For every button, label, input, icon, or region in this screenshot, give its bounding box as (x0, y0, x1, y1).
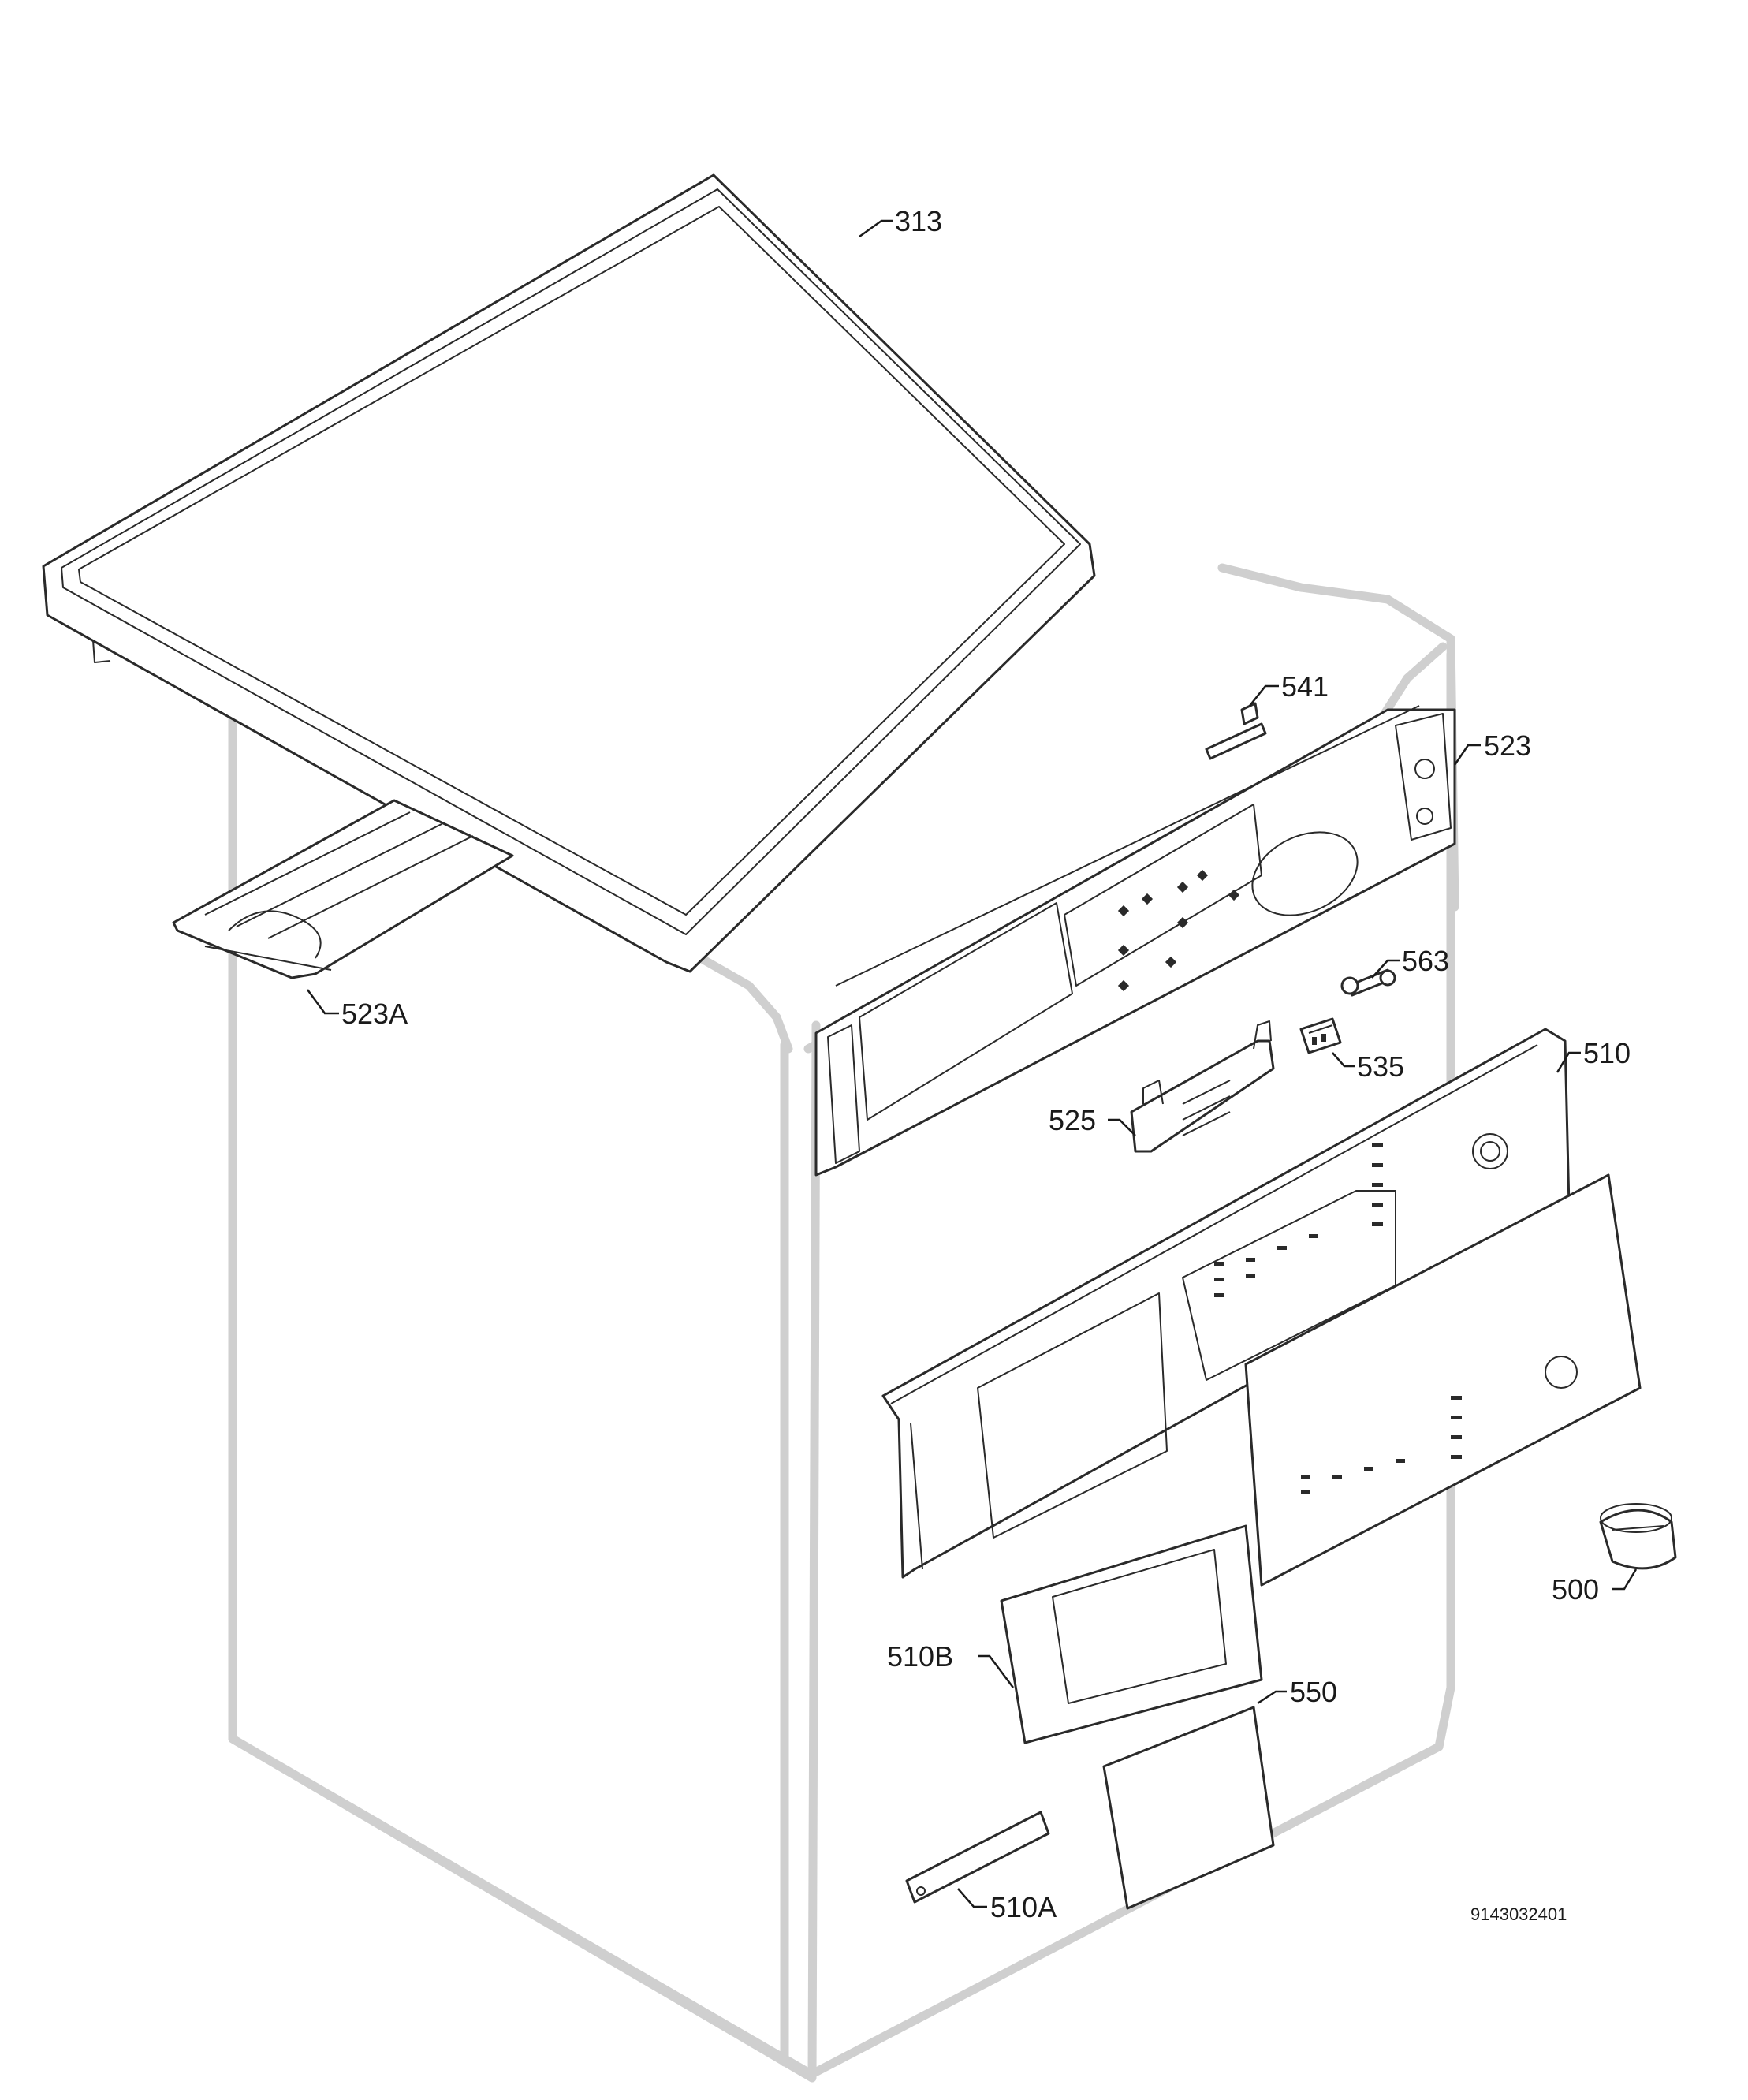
label-525: 525 (1049, 1104, 1096, 1136)
front-panel-510 (881, 1028, 1571, 1579)
label-510A: 510A (990, 1891, 1057, 1923)
leader-lines (306, 219, 1638, 1908)
circuit-board-525 (1130, 1020, 1275, 1153)
label-550: 550 (1290, 1676, 1337, 1708)
label-523A: 523A (341, 998, 408, 1030)
rail-523A (172, 799, 514, 979)
drawer-front-510B (1000, 1524, 1263, 1744)
pin-563 (1340, 968, 1396, 997)
drawing-code: 9143032401 (1470, 1904, 1567, 1924)
part-labels: 313 541 523 523A 563 535 510 525 500 510… (341, 205, 1631, 1924)
display-insert (1244, 1173, 1642, 1587)
clip-541 (1205, 702, 1267, 760)
label-563: 563 (1402, 945, 1449, 977)
label-535: 535 (1357, 1050, 1404, 1083)
panel-frame-523 (814, 705, 1456, 1177)
label-510: 510 (1583, 1037, 1631, 1069)
label-500: 500 (1552, 1573, 1599, 1606)
knob-500 (1599, 1503, 1677, 1570)
top-panel-313 (42, 173, 1096, 973)
label-541: 541 (1281, 670, 1329, 703)
label-523: 523 (1484, 729, 1531, 762)
flap-550 (1102, 1706, 1275, 1910)
connector-535 (1299, 1017, 1342, 1054)
label-313: 313 (895, 205, 942, 237)
label-510B: 510B (887, 1640, 953, 1673)
strip-510A (905, 1811, 1050, 1904)
